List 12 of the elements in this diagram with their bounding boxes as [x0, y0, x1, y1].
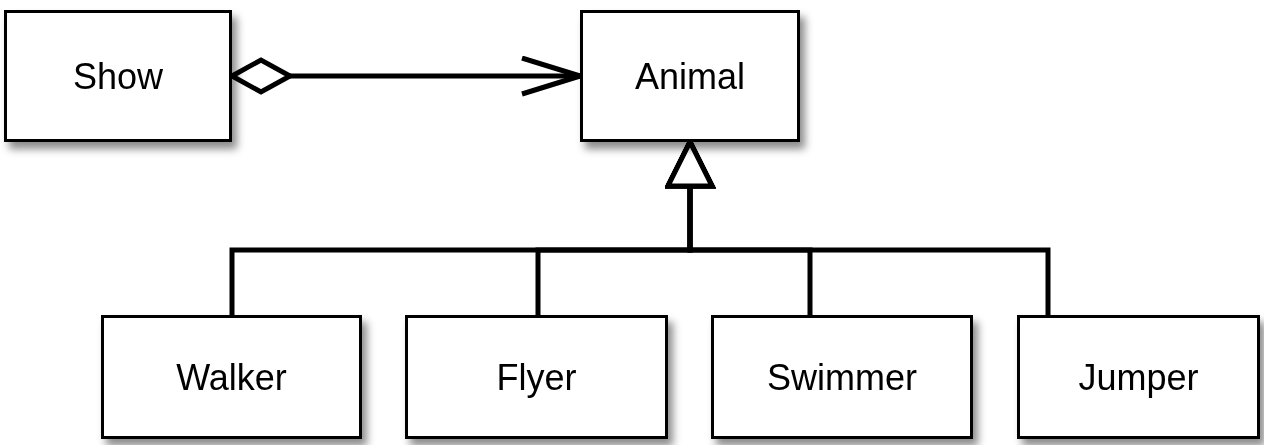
class-name: Jumper [1078, 355, 1199, 400]
class-name: Show [72, 54, 164, 99]
class-box [1017, 315, 1260, 439]
class-name: Walker [176, 355, 287, 400]
class-box [101, 315, 362, 439]
class-name: Flyer [496, 355, 577, 400]
class-name: Animal [634, 54, 745, 99]
class-box [4, 10, 232, 142]
class-box [580, 10, 800, 142]
class-name: Swimmer [767, 355, 917, 400]
class-box [711, 315, 973, 439]
class-box [405, 315, 668, 439]
